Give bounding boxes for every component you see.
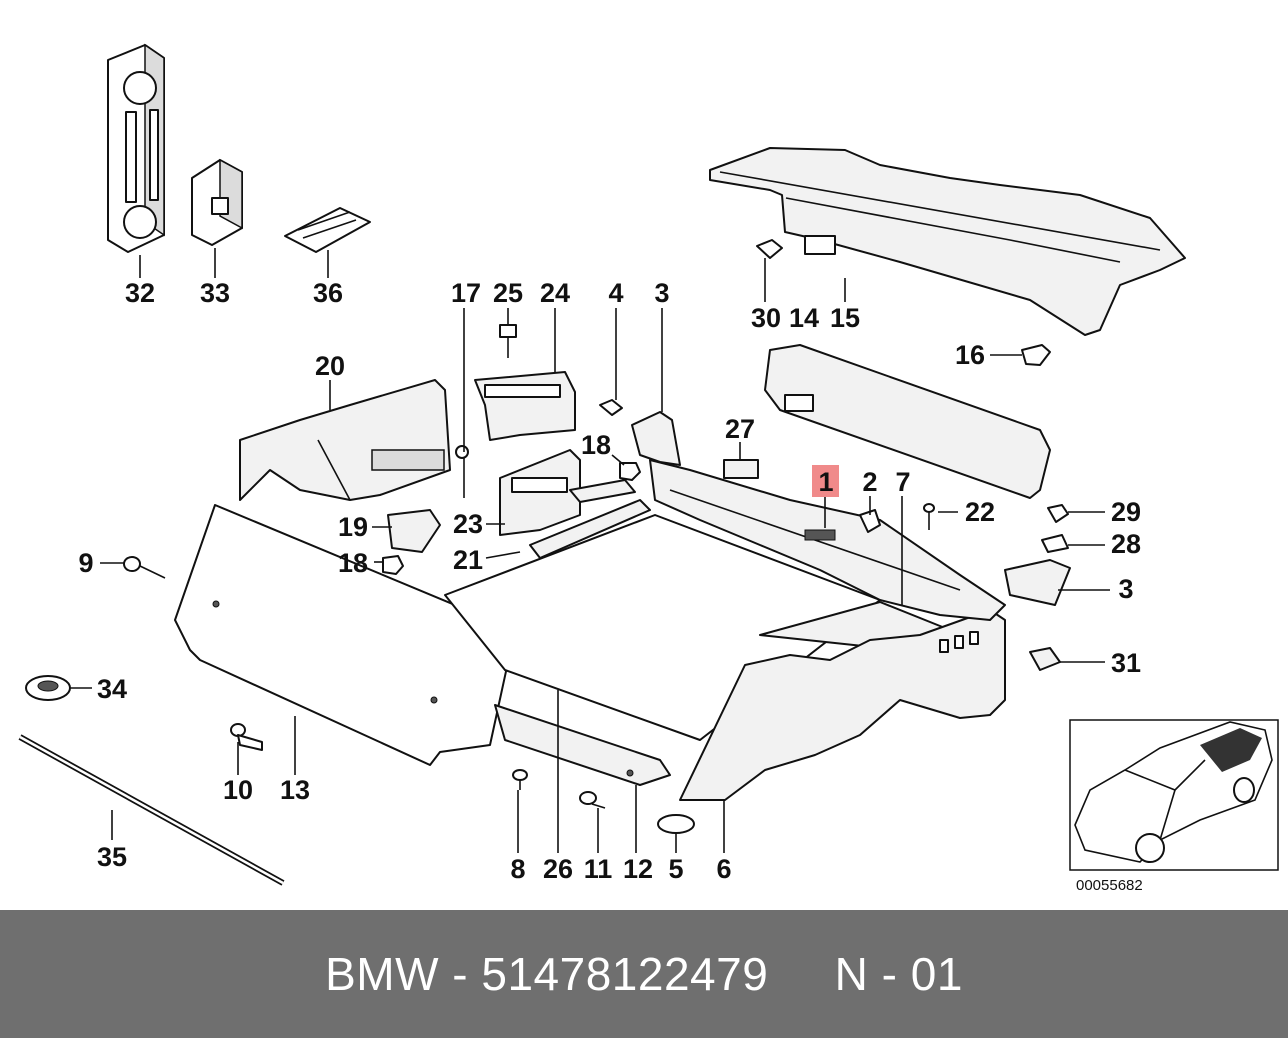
callout-24: 24: [540, 278, 570, 308]
callout-4: 4: [608, 278, 623, 308]
part-33-small-box: [191, 158, 243, 246]
part-36-bracket: [284, 207, 371, 253]
callout-12: 12: [623, 854, 653, 884]
callout-33: 33: [200, 278, 230, 308]
part-number-caption: BMW - 51478122479 N - 01: [325, 948, 963, 1000]
callout-6: 6: [716, 854, 731, 884]
callout-29: 29: [1111, 497, 1141, 527]
part-35-rod: [18, 734, 285, 886]
callout-3-top: 3: [654, 278, 669, 308]
part-14-rear-panel: [764, 344, 1051, 499]
leader-lines: [70, 248, 1110, 853]
callout-30: 30: [751, 303, 781, 333]
part-23-pocket: [499, 449, 581, 536]
part-6-wheel-arch-trim: [679, 609, 1006, 801]
callout-22: 22: [965, 497, 995, 527]
callout-9: 9: [78, 548, 93, 578]
part-7-side-rail: [649, 459, 1006, 621]
highlighted-callout-box: [812, 465, 839, 497]
callout-15: 15: [830, 303, 860, 333]
callout-10: 10: [223, 775, 253, 805]
callout-26: 26: [543, 854, 573, 884]
part-15-parcel-shelf: [709, 147, 1186, 336]
callout-32: 32: [125, 278, 155, 308]
parts-diagram: 32 33 36 17 25 24 4 3 30 14 15 16 20 27 …: [18, 43, 1279, 894]
callout-27: 27: [725, 414, 755, 444]
callout-labels: 32 33 36 17 25 24 4 3 30 14 15 16 20 27 …: [78, 278, 1141, 884]
callout-17: 17: [451, 278, 481, 308]
callout-31: 31: [1111, 648, 1141, 678]
callout-2: 2: [862, 467, 877, 497]
callout-25: 25: [493, 278, 523, 308]
part-21-strip: [529, 479, 651, 559]
part-13-side-panel: [174, 504, 516, 766]
inset-code: 00055682: [1076, 877, 1143, 894]
callout-13: 13: [280, 775, 310, 805]
part-12-sill-trim: [494, 704, 671, 786]
callout-36: 36: [313, 278, 343, 308]
footer-bar: BMW - 51478122479 N - 01: [0, 910, 1288, 1038]
callout-18-left: 18: [338, 548, 368, 578]
callout-28: 28: [1111, 529, 1141, 559]
callout-34: 34: [97, 674, 127, 704]
callout-20: 20: [315, 351, 345, 381]
callout-7: 7: [895, 467, 910, 497]
callout-1: 1: [818, 467, 833, 497]
part-32-storage-box: [107, 43, 165, 253]
callout-11: 11: [584, 854, 613, 884]
callout-3-right: 3: [1118, 574, 1133, 604]
callout-23: 23: [453, 509, 483, 539]
callout-14: 14: [789, 303, 819, 333]
callout-16: 16: [955, 340, 985, 370]
car-locator-inset: 00055682: [1069, 719, 1279, 894]
part-3-bracket-top: [631, 411, 681, 466]
callout-19: 19: [338, 512, 368, 542]
callout-5: 5: [668, 854, 683, 884]
part-24-pocket: [474, 371, 576, 441]
fasteners: [123, 239, 1069, 834]
part-34-grommet: [25, 675, 71, 701]
part-20-left-trim: [239, 379, 451, 501]
callout-21: 21: [453, 545, 483, 575]
callout-35: 35: [97, 842, 127, 872]
part-3-bracket-right: [1004, 559, 1071, 606]
callout-8: 8: [510, 854, 525, 884]
callout-18-top: 18: [581, 430, 611, 460]
